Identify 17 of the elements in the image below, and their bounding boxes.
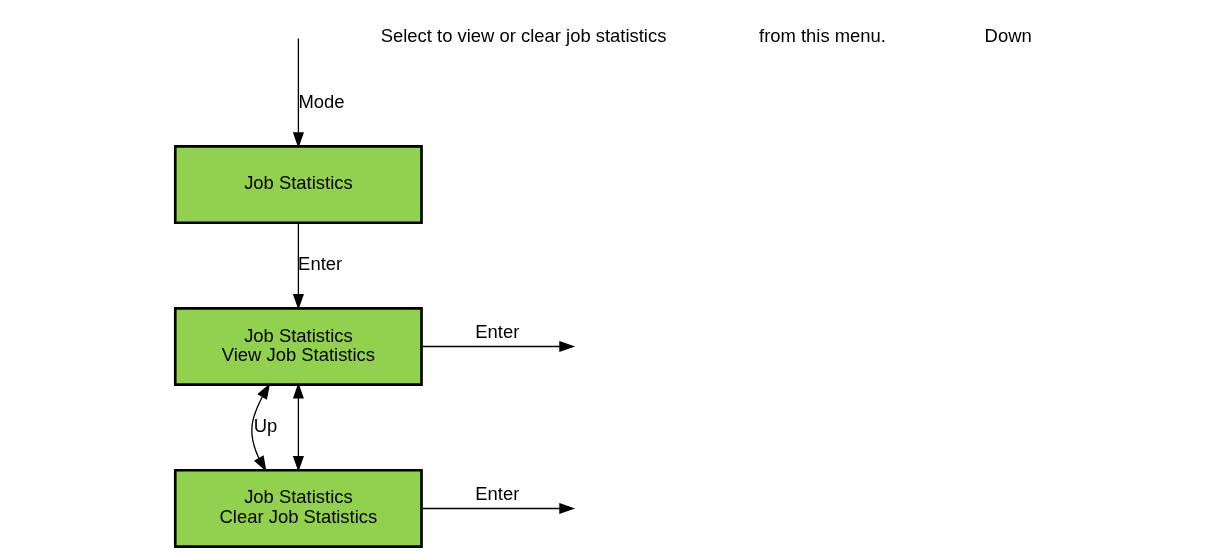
arrow bbox=[292, 222, 304, 310]
arrow bbox=[420, 340, 575, 353]
arrow bbox=[292, 382, 304, 472]
arrow bbox=[292, 37, 304, 149]
edge-label: Enter bbox=[297, 253, 342, 275]
node-box: Job Statistics bbox=[173, 145, 423, 225]
label: from this menu. bbox=[758, 24, 886, 46]
edge-label: Enter bbox=[474, 320, 519, 342]
arrow bbox=[250, 383, 270, 472]
node-box: Job Statistics Clear Job Statistics bbox=[173, 468, 423, 548]
edge-label: Enter bbox=[474, 482, 519, 504]
arrow bbox=[420, 502, 575, 514]
node-box: Job Statistics View Job Statistics bbox=[173, 307, 423, 386]
edge-label: Up bbox=[253, 415, 277, 437]
edge-label: Mode bbox=[297, 91, 344, 113]
label: Select to view or clear job statistics bbox=[380, 24, 666, 46]
label: Down bbox=[984, 24, 1032, 46]
